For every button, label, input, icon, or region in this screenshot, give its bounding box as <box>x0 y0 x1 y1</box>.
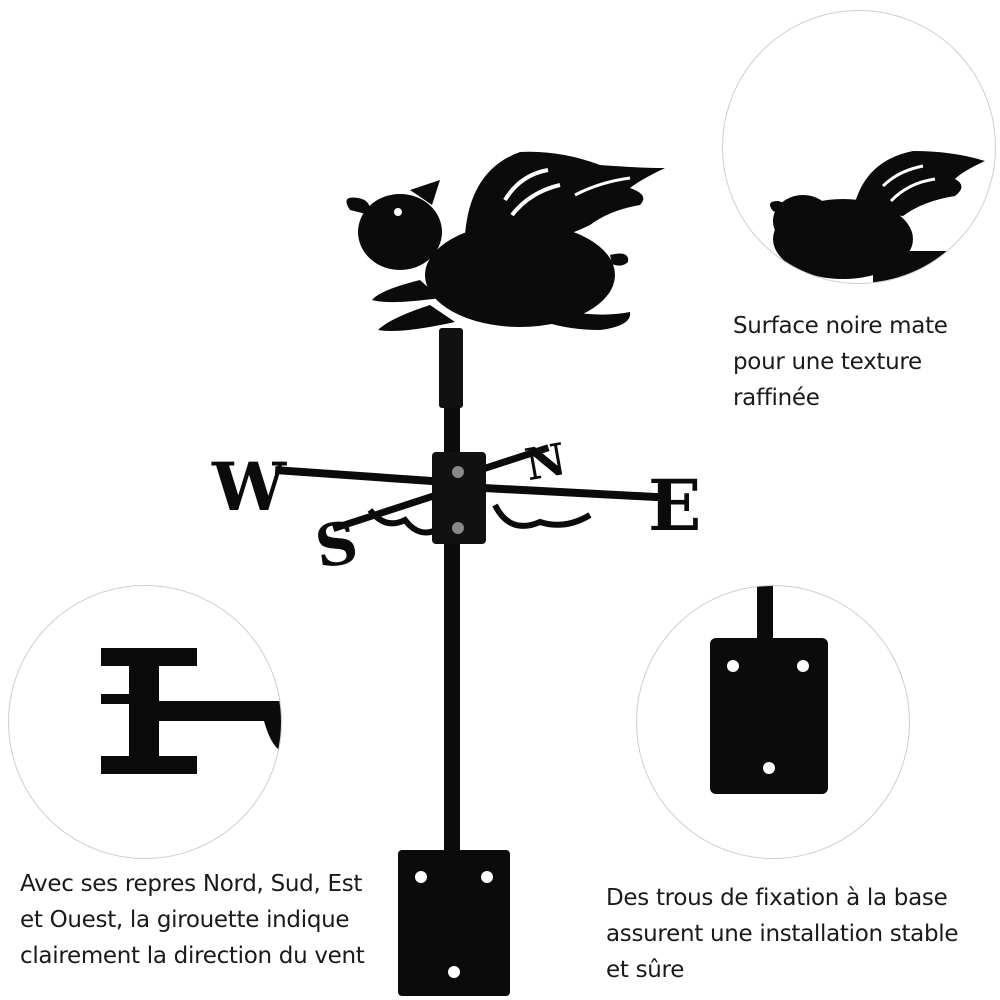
base-plate <box>398 850 510 996</box>
letter-e-closeup-icon <box>101 648 281 774</box>
caption-line: Avec ses repres Nord, Sud, Est <box>20 871 363 897</box>
caption-line: et sûre <box>606 957 685 983</box>
base-plate-closeup-icon <box>710 586 828 794</box>
letter-n: N <box>521 434 569 491</box>
letter-s: S <box>311 508 362 581</box>
caption-line: et Ouest, la girouette indique <box>20 907 350 933</box>
caption-line: clairement la direction du vent <box>20 943 365 969</box>
pig-closeup-icon <box>769 151 985 283</box>
caption-line: Des trous de fixation à la base <box>606 885 948 911</box>
direction-arms <box>274 444 666 544</box>
zoom-circle-mounting <box>636 585 910 859</box>
letter-w: W <box>211 448 287 526</box>
caption-line: raffinée <box>733 385 820 411</box>
caption-line: pour une texture <box>733 349 922 375</box>
zoom-circle-letter <box>8 585 282 859</box>
caption-line: Surface noire mate <box>733 313 948 339</box>
caption-line: assurent une installation stable <box>606 921 959 947</box>
letter-e: E <box>648 464 701 547</box>
caption-texture: Surface noire mate pour une texture raff… <box>733 308 948 416</box>
pole <box>444 330 460 860</box>
zoom-circle-texture <box>722 10 996 284</box>
caption-mounting: Des trous de fixation à la base assurent… <box>606 880 959 988</box>
flying-pig-silhouette <box>346 151 665 331</box>
caption-directions: Avec ses repres Nord, Sud, Est et Ouest,… <box>20 866 365 974</box>
